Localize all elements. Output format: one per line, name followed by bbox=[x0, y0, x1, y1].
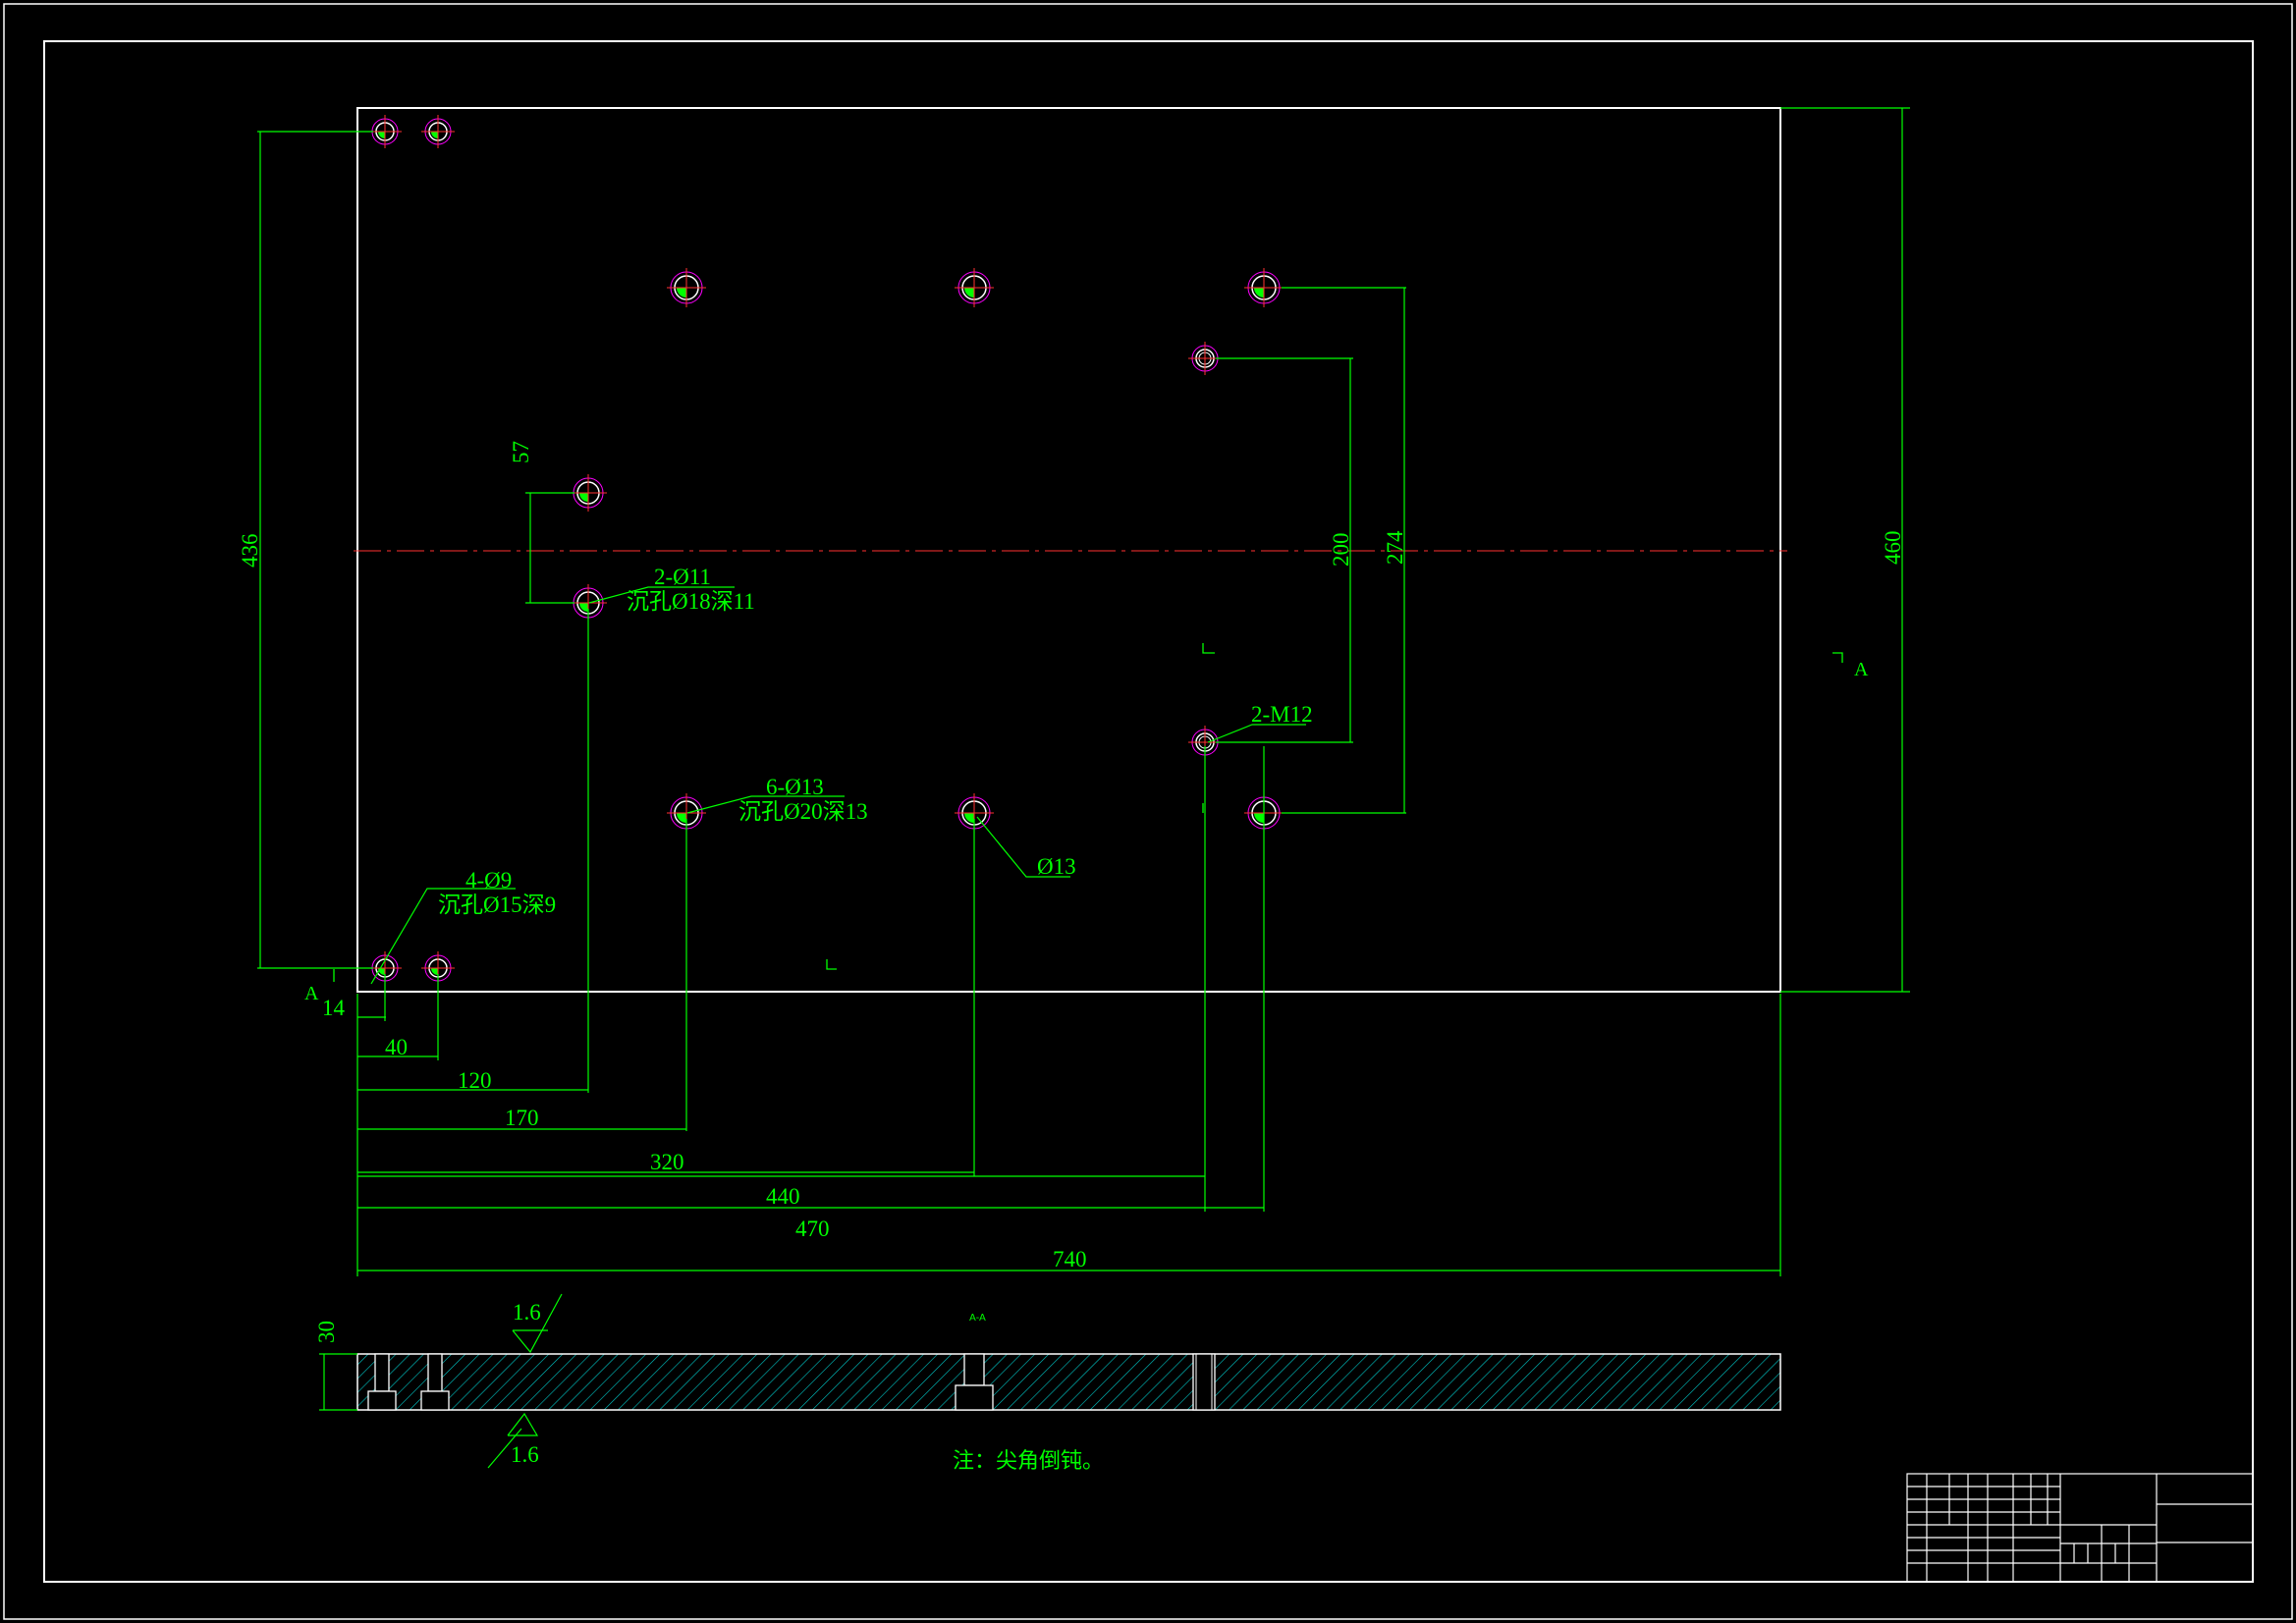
counterbore-hole bbox=[368, 115, 402, 148]
plan-view: 460 436 274 200 57 740 470 440 320 170 1… bbox=[238, 107, 1910, 1276]
sheet-inner-border bbox=[43, 40, 2254, 1583]
counterbore-hole bbox=[667, 268, 706, 307]
dimension-lines bbox=[257, 107, 1910, 1276]
counterbore-hole bbox=[421, 115, 455, 148]
dim-470: 470 bbox=[795, 1217, 830, 1241]
roughness-top: 1.6 bbox=[513, 1300, 541, 1325]
callout-hole-13: Ø13 bbox=[1037, 854, 1076, 879]
sheet-outer-border bbox=[3, 3, 2293, 1620]
dim-57: 57 bbox=[509, 441, 533, 463]
counterbore-hole bbox=[955, 268, 994, 307]
dim-200: 200 bbox=[1329, 533, 1353, 568]
section-view: 30 1.6 1.6 A-A bbox=[314, 1293, 1781, 1469]
callout-2-holes-11: 2-Ø11 bbox=[654, 565, 711, 589]
dim-274: 274 bbox=[1383, 530, 1407, 565]
callout-6-holes-13: 6-Ø13 bbox=[766, 775, 824, 799]
dim-120: 120 bbox=[458, 1068, 492, 1093]
section-title: A-A bbox=[969, 1313, 986, 1324]
dim-436: 436 bbox=[238, 534, 262, 568]
dim-14: 14 bbox=[322, 996, 346, 1020]
callout-counterbore-20: 沉孔Ø20深13 bbox=[738, 799, 868, 824]
dim-460: 460 bbox=[1881, 531, 1905, 566]
section-hatch bbox=[356, 1353, 1781, 1411]
callout-counterbore-18: 沉孔Ø18深11 bbox=[627, 589, 755, 614]
title-block bbox=[1906, 1473, 2254, 1583]
section-cut-marks bbox=[333, 643, 1843, 982]
dim-440: 440 bbox=[766, 1184, 800, 1209]
roughness-bottom: 1.6 bbox=[511, 1442, 539, 1467]
counterbore-hole bbox=[570, 474, 607, 512]
section-holes bbox=[367, 1353, 1216, 1411]
holes-group bbox=[368, 115, 1284, 985]
dim-170: 170 bbox=[505, 1106, 539, 1130]
counterbore-hole bbox=[1244, 268, 1284, 307]
dim-thickness-30: 30 bbox=[314, 1321, 339, 1343]
dim-40: 40 bbox=[385, 1035, 408, 1059]
callout-counterbore-15: 沉孔Ø15深9 bbox=[438, 893, 556, 917]
callout-4-holes-9: 4-Ø9 bbox=[465, 868, 512, 893]
thread-lines bbox=[1195, 1354, 1213, 1410]
section-mark-right: A bbox=[1854, 659, 1869, 680]
callout-2-m12: 2-M12 bbox=[1251, 702, 1313, 727]
section-dims bbox=[319, 1293, 563, 1469]
general-note: 注：尖角倒钝。 bbox=[953, 1449, 1104, 1474]
plate-outline bbox=[356, 107, 1781, 993]
section-mark-left: A bbox=[304, 983, 319, 1004]
dim-740: 740 bbox=[1053, 1247, 1087, 1271]
dim-320: 320 bbox=[650, 1150, 684, 1174]
